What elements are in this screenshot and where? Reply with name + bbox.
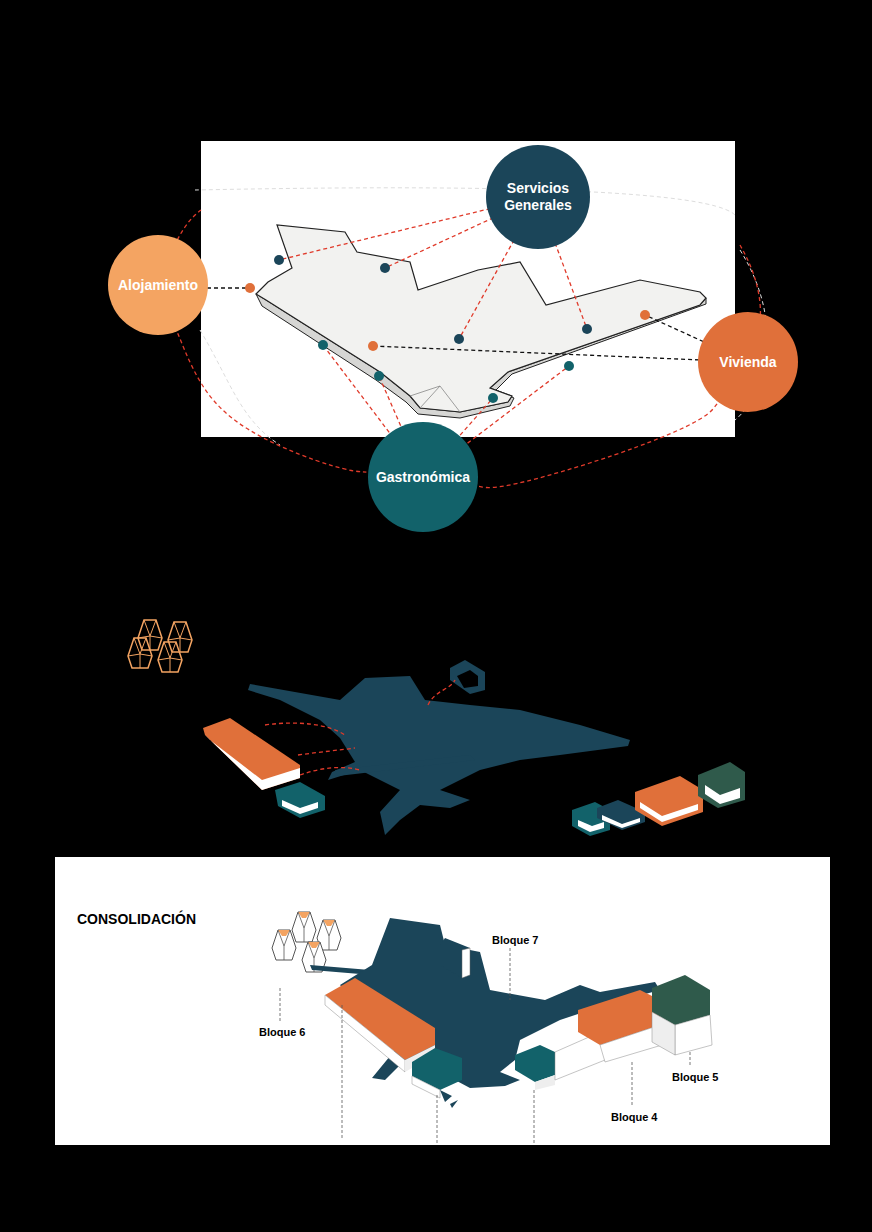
panel bbox=[55, 857, 830, 1145]
panel bbox=[201, 141, 735, 437]
category-label: Gastronómica bbox=[376, 469, 470, 486]
category-label: Servicios Generales bbox=[496, 180, 580, 214]
category-label: Alojamiento bbox=[118, 277, 198, 294]
panel-title: CONSOLIDACIÓN bbox=[77, 911, 196, 927]
block-label: Bloque 5 bbox=[671, 1071, 719, 1083]
category-circle: Gastronómica bbox=[368, 422, 478, 532]
dashed-connector bbox=[178, 333, 367, 472]
category-circle: Alojamiento bbox=[108, 235, 208, 335]
dashed-connector bbox=[479, 404, 717, 488]
block-label: Bloque 4 bbox=[610, 1111, 658, 1123]
category-circle: Vivienda bbox=[698, 312, 798, 412]
block-label: Bloque 7 bbox=[491, 934, 539, 946]
category-circle: Servicios Generales bbox=[486, 145, 590, 249]
block-label: Bloque 6 bbox=[258, 1026, 306, 1038]
category-label: Vivienda bbox=[719, 354, 776, 371]
